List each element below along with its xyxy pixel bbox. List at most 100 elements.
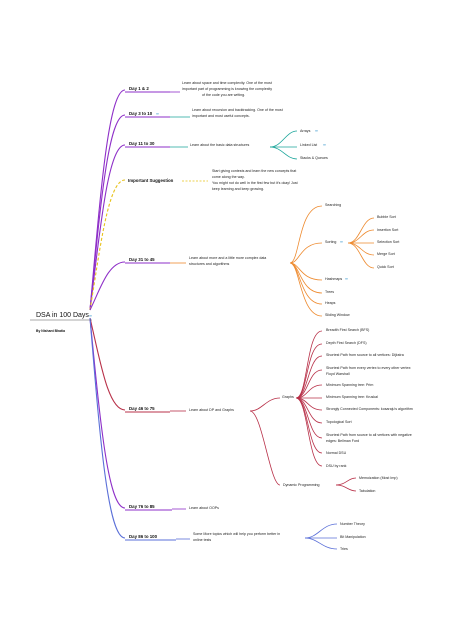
day86-children bbox=[304, 523, 338, 550]
day11-desc: Learn about the basic data structures bbox=[190, 143, 250, 147]
leaf-bellman-line2: edges: Bellman Ford bbox=[326, 439, 359, 443]
day11-children bbox=[269, 130, 298, 160]
connector-dijkstra bbox=[295, 355, 323, 399]
connector-quick bbox=[347, 242, 375, 269]
leaf-sorting[interactable]: Sorting bbox=[325, 240, 336, 244]
leaf-quick-sort[interactable]: Quick Sort bbox=[377, 265, 394, 269]
connector-day3 bbox=[89, 114, 126, 311]
linked-list-link-icon[interactable]: ∞ bbox=[323, 142, 326, 147]
leaf-number-theory[interactable]: Number Theory bbox=[340, 522, 365, 526]
day3-link-icon[interactable]: ∞ bbox=[156, 111, 159, 116]
leaf-heaps[interactable]: Heaps bbox=[325, 301, 336, 305]
hashmaps-link-icon[interactable]: ∞ bbox=[345, 276, 348, 281]
day76-desc: Learn about OOPs bbox=[189, 506, 219, 510]
root-connectors bbox=[89, 89, 126, 539]
connector-floyd bbox=[295, 369, 323, 399]
connector-dp bbox=[249, 410, 281, 486]
suggestion-desc-line1: Start giving contests and learn the new … bbox=[212, 169, 296, 173]
connector-tabulation bbox=[335, 484, 357, 492]
leaf-selection-sort[interactable]: Selection Sort bbox=[377, 240, 399, 244]
leaf-stacks-queues[interactable]: Stacks & Queues bbox=[300, 156, 328, 160]
day1-desc-line2: important part of programming is knowing… bbox=[182, 87, 272, 91]
connector-memoization bbox=[335, 477, 357, 486]
connector-normal-dsu bbox=[295, 397, 323, 454]
connector-graphs bbox=[249, 397, 281, 412]
suggestion-desc-line2: come along the way. bbox=[212, 175, 245, 179]
leaf-dsu-by-rank[interactable]: DSU by rank bbox=[326, 464, 347, 468]
leaf-bubble-sort[interactable]: Bubble Sort bbox=[377, 215, 396, 219]
leaf-dfs[interactable]: Depth First Search (DFS) bbox=[326, 341, 367, 345]
link-icon[interactable]: ∞ bbox=[89, 313, 92, 318]
leaf-trees[interactable]: Trees bbox=[325, 290, 334, 294]
leaf-scc[interactable]: Strongly Connected Components: kosaraju'… bbox=[326, 407, 413, 411]
suggestion-desc-line3: You might not do well in the first few b… bbox=[212, 181, 298, 185]
leaf-topological-sort[interactable]: Topological Sort bbox=[326, 420, 352, 424]
leaf-dynamic-programming[interactable]: Dynamic Programming bbox=[283, 483, 320, 487]
connector-day1 bbox=[89, 89, 126, 311]
day3-desc-line1: Learn about recursion and backtracking. … bbox=[192, 108, 283, 112]
root-node: DSA in 100 Days ∞ By Nishant Bhatia bbox=[30, 312, 92, 333]
connector-arrays bbox=[269, 130, 298, 148]
leaf-bellman-line1[interactable]: Shortest Path from source to all vertice… bbox=[326, 433, 412, 437]
connector-day31 bbox=[89, 261, 126, 311]
day86-label: Day 86 to 100 bbox=[129, 534, 158, 539]
leaf-graphs[interactable]: Graphs bbox=[282, 395, 294, 399]
leaf-sliding-window[interactable]: Sliding Window bbox=[325, 313, 350, 317]
leaf-tabulation[interactable]: Tabulation bbox=[359, 489, 375, 493]
connector-tries bbox=[304, 537, 338, 550]
day46-desc: Learn about DP and Graphs bbox=[189, 408, 234, 412]
branch-day3[interactable]: Day 3 to 10 ∞ Learn about recursion and … bbox=[125, 108, 283, 118]
leaf-bit-manipulation[interactable]: Bit Manipulation bbox=[340, 535, 366, 539]
connector-day86 bbox=[89, 317, 126, 539]
connector-dsu-rank bbox=[295, 397, 323, 467]
branch-day11[interactable]: Day 11 to 30 Learn about the basic data … bbox=[125, 128, 328, 160]
leaf-insertion-sort[interactable]: Insertion Sort bbox=[377, 228, 398, 232]
day46-children bbox=[249, 330, 357, 492]
branch-suggestion[interactable]: Important Suggestion Start giving contes… bbox=[128, 169, 298, 191]
day1-desc-line3: of the code you are writing. bbox=[202, 93, 245, 97]
day46-label: Day 46 to 75 bbox=[129, 406, 155, 411]
leaf-linked-list[interactable]: Linked List bbox=[300, 143, 317, 147]
connector-merge bbox=[347, 242, 375, 256]
leaf-dijkstra[interactable]: Shortest Path from source to all vertice… bbox=[326, 353, 404, 357]
connector-number-theory bbox=[304, 523, 338, 539]
leaf-tries[interactable]: Tries bbox=[340, 547, 348, 551]
branch-day46[interactable]: Day 46 to 75 Learn about DP and Graphs G… bbox=[125, 328, 413, 493]
connector-insertion bbox=[347, 229, 375, 244]
root-title: DSA in 100 Days bbox=[36, 312, 89, 319]
day11-label: Day 11 to 30 bbox=[129, 141, 155, 146]
leaf-bfs[interactable]: Breadth First Search (BFS) bbox=[326, 328, 369, 332]
connector-bellman bbox=[295, 397, 323, 439]
connector-suggestion bbox=[89, 179, 126, 311]
day3-label: Day 3 to 10 bbox=[129, 111, 153, 116]
leaf-merge-sort[interactable]: Merge Sort bbox=[377, 252, 395, 256]
leaf-memoization[interactable]: Memoization (Most Imp) bbox=[359, 476, 398, 480]
connector-heaps bbox=[289, 262, 323, 305]
leaf-kruskal[interactable]: Minimum Spanning tree: Kruskal bbox=[326, 395, 378, 399]
arrays-link-icon[interactable]: ∞ bbox=[315, 128, 318, 133]
suggestion-label: Important Suggestion bbox=[128, 178, 174, 183]
leaf-arrays[interactable]: Arrays bbox=[300, 129, 311, 133]
day86-desc-line2: online tests bbox=[193, 538, 211, 542]
day31-label: Day 31 to 45 bbox=[129, 257, 155, 262]
branch-day86[interactable]: Day 86 to 100 Some More topics which wil… bbox=[125, 522, 366, 551]
day31-desc-line1: Learn about more and a little more compl… bbox=[189, 256, 266, 260]
day86-desc-line1: Some More topics which will help you per… bbox=[193, 532, 280, 536]
leaf-normal-dsu[interactable]: Normal DSU bbox=[326, 451, 347, 455]
leaf-floyd-line1[interactable]: Shortest Path from every vertex to every… bbox=[326, 366, 411, 370]
connector-day76 bbox=[89, 317, 126, 509]
root-author: By Nishant Bhatia bbox=[36, 329, 65, 333]
day76-label: Day 76 to 85 bbox=[129, 504, 155, 509]
leaf-prim[interactable]: Minimum Spanning tree: Prim bbox=[326, 383, 373, 387]
leaf-searching[interactable]: Searching bbox=[325, 203, 341, 207]
day1-desc-line1: Learn about space and time complexity. O… bbox=[182, 81, 272, 85]
branch-day31[interactable]: Day 31 to 45 Learn about more and a litt… bbox=[125, 203, 399, 317]
branch-day1[interactable]: Day 1 & 2 Learn about space and time com… bbox=[125, 81, 272, 97]
day1-label: Day 1 & 2 bbox=[129, 86, 149, 91]
connector-searching bbox=[289, 205, 323, 264]
sorting-link-icon[interactable]: ∞ bbox=[340, 239, 343, 244]
leaf-hashmaps[interactable]: Hashmaps bbox=[325, 277, 342, 281]
leaf-floyd-line2: Floyd Warshall bbox=[326, 372, 350, 376]
day31-children bbox=[289, 205, 375, 317]
branch-day76[interactable]: Day 76 to 85 Learn about OOPs bbox=[125, 504, 219, 511]
